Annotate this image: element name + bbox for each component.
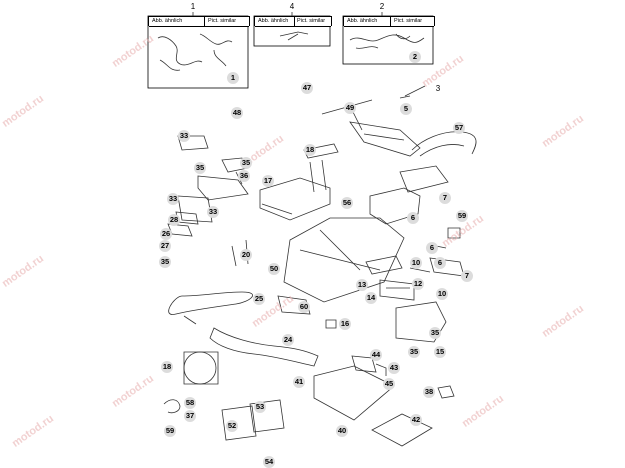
callout-number: 16 (339, 318, 351, 330)
callout-number: 27 (159, 240, 171, 252)
callout-number: 24 (282, 334, 294, 346)
callout-number: 58 (184, 397, 196, 409)
box-header-label: Abb. ähnlich (258, 18, 289, 24)
callout-number: 47 (301, 82, 313, 94)
callout-number: 38 (423, 386, 435, 398)
callout-number: 6 (426, 242, 438, 254)
callout-number: 35 (159, 256, 171, 268)
callout-number: 33 (178, 130, 190, 142)
callout-number: 33 (207, 206, 219, 218)
callout-number: 33 (167, 193, 179, 205)
callout-number: 26 (160, 228, 172, 240)
callout-number: 13 (356, 279, 368, 291)
callout-number: 59 (164, 425, 176, 437)
callout-number: 7 (461, 270, 473, 282)
callout-number: 37 (184, 410, 196, 422)
callout-number: 25 (253, 293, 265, 305)
callout-number: 10 (436, 288, 448, 300)
callout-number: 43 (388, 362, 400, 374)
callout-number: 40 (336, 425, 348, 437)
callout-number: 1 (190, 2, 196, 11)
callout-number: 12 (412, 278, 424, 290)
callout-number: 6 (407, 212, 419, 224)
callout-number: 41 (293, 376, 305, 388)
callout-number: 20 (240, 249, 252, 261)
callout-number: 28 (168, 214, 180, 226)
box-header-label: Pict. similar (394, 18, 423, 24)
callout-number: 60 (298, 301, 310, 313)
callout-number: 2 (409, 51, 421, 63)
callout-number: 57 (453, 122, 465, 134)
callout-number: 14 (365, 292, 377, 304)
callout-number: 10 (410, 257, 422, 269)
callout-number: 35 (194, 162, 206, 174)
callout-number: 7 (439, 192, 451, 204)
callout-number: 59 (456, 210, 468, 222)
callout-number: 50 (268, 263, 280, 275)
callout-number: 36 (238, 170, 250, 182)
box-header-label: Pict. similar (208, 18, 237, 24)
callout-number: 48 (231, 107, 243, 119)
callout-number: 53 (254, 401, 266, 413)
callout-number: 56 (341, 197, 353, 209)
callout-number: 6 (434, 257, 446, 269)
callout-number: 35 (429, 327, 441, 339)
similar-picture-box: Abb. ähnlich Pict. similar (148, 16, 250, 27)
callout-number: 15 (434, 346, 446, 358)
callout-number: 44 (370, 349, 382, 361)
callout-number: 52 (226, 420, 238, 432)
box-header-label: Abb. ähnlich (347, 18, 378, 24)
callout-number: 49 (344, 102, 356, 114)
similar-picture-box: Abb. ähnlich Pict. similar (343, 16, 435, 27)
similar-picture-box: Abb. ähnlich Pict. similar (254, 16, 332, 27)
callout-number: 54 (263, 456, 275, 468)
box-header-label: Abb. ähnlich (152, 18, 183, 24)
callout-number: 18 (304, 144, 316, 156)
callout-number: 18 (161, 361, 173, 373)
callout-number: 35 (408, 346, 420, 358)
box-header-label: Pict. similar (297, 18, 326, 24)
callout-number: 35 (240, 157, 252, 169)
callout-number: 45 (383, 378, 395, 390)
callout-number: 17 (262, 175, 274, 187)
callout-number: 1 (227, 72, 239, 84)
callout-number: 2 (379, 2, 385, 11)
callout-number: 3 (435, 84, 441, 93)
callout-number: 4 (289, 2, 295, 11)
callout-number: 42 (410, 414, 422, 426)
callout-number: 5 (400, 103, 412, 115)
